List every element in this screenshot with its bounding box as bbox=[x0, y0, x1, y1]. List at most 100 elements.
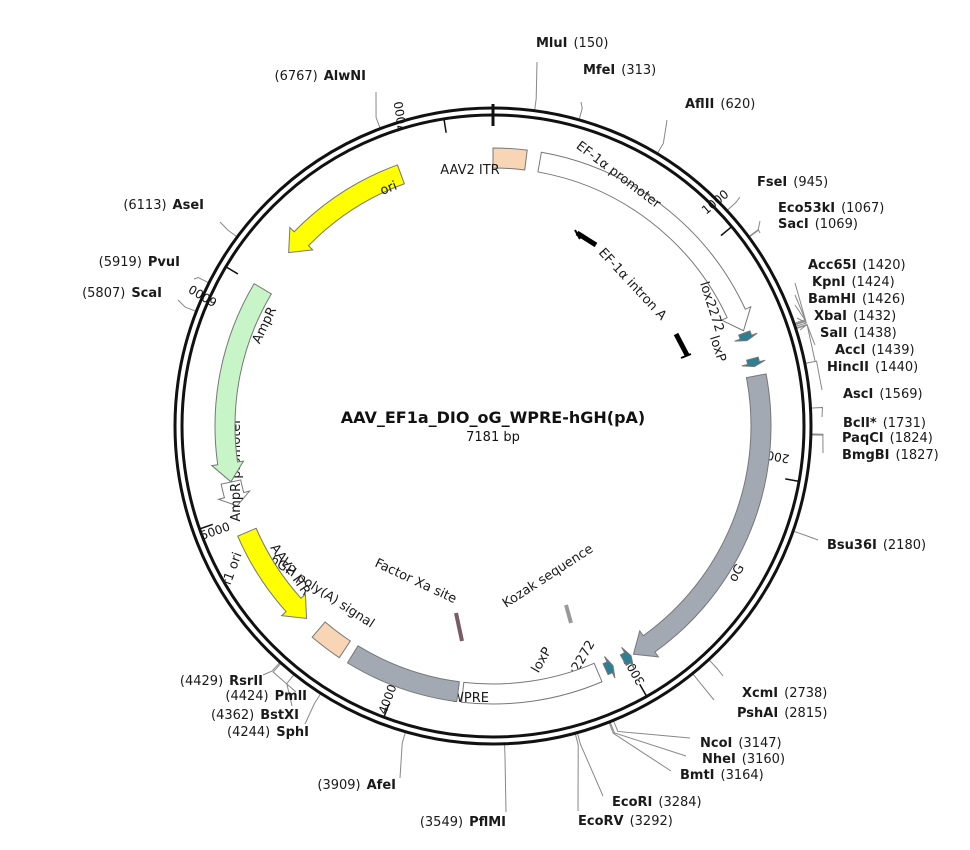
site-label-kpni: KpnI(1424) bbox=[812, 275, 895, 290]
site-leader-rsrii bbox=[262, 661, 281, 676]
site-position: (6113) bbox=[123, 198, 166, 213]
site-position: (2180) bbox=[883, 538, 926, 553]
feature-hgh-poly-a-signal bbox=[346, 645, 460, 703]
feature-aav2-itr bbox=[311, 621, 352, 659]
site-leader-pvui bbox=[193, 277, 210, 284]
site-name: XcmI bbox=[742, 686, 778, 701]
site-label-fsei: FseI(945) bbox=[757, 175, 828, 190]
site-position: (3549) bbox=[420, 815, 463, 830]
site-name: PvuI bbox=[148, 255, 180, 270]
feature-label-loxp: loxP bbox=[529, 645, 555, 676]
site-position: (313) bbox=[621, 63, 656, 78]
site-label-xbai: XbaI(1432) bbox=[814, 309, 896, 324]
site-label-hincii: HincII(1440) bbox=[827, 360, 918, 375]
site-label-xcmi: XcmI(2738) bbox=[742, 686, 827, 701]
site-leader-pshai bbox=[692, 673, 715, 701]
site-name: BamHI bbox=[808, 292, 856, 307]
site-name: BmgBI bbox=[842, 448, 890, 463]
site-label-aflii: AflII (620) bbox=[685, 97, 755, 112]
site-position: (1438) bbox=[853, 326, 896, 341]
site-name: PshAI bbox=[737, 706, 778, 721]
site-position: (945) bbox=[793, 175, 828, 190]
site-position: (4424) bbox=[225, 689, 268, 704]
ef1a-intron-end-bar bbox=[673, 332, 690, 357]
ef1a-intron-start-bar bbox=[575, 230, 598, 248]
plasmid-name: AAV_EF1a_DIO_oG_WPRE-hGH(pA) bbox=[341, 408, 645, 427]
site-label-acc65i: Acc65I(1420) bbox=[808, 258, 906, 273]
site-position: (1426) bbox=[862, 292, 905, 307]
site-name: XbaI bbox=[814, 309, 847, 324]
site-name: AfeI bbox=[367, 778, 396, 793]
site-leader-mlui bbox=[534, 61, 538, 111]
site-label-mfei: MfeI (313) bbox=[583, 63, 656, 78]
site-label-nhei: NheI(3160) bbox=[702, 752, 785, 767]
site-name: HincII bbox=[827, 360, 869, 375]
tick-label: 4000 bbox=[376, 683, 400, 717]
feature-loxp bbox=[741, 356, 766, 368]
site-leader-bcli bbox=[810, 406, 824, 418]
tick-mark bbox=[199, 523, 214, 530]
site-label-ncoi: NcoI(3147) bbox=[700, 736, 782, 751]
ef1a-intron-start-cap bbox=[574, 229, 581, 240]
site-position: (5919) bbox=[99, 255, 142, 270]
site-label-pflmi: (3549) PflMI bbox=[420, 815, 506, 830]
feature-loxp bbox=[602, 656, 616, 679]
site-label-bmgbi: BmgBI (1827) bbox=[842, 448, 939, 463]
plasmid-size: 7181 bp bbox=[466, 430, 520, 445]
site-leader-sphi bbox=[304, 693, 322, 725]
site-label-bsu36i: Bsu36I (2180) bbox=[827, 538, 926, 553]
tick-label: 7000 bbox=[391, 100, 410, 132]
feature-wpre bbox=[461, 662, 603, 705]
site-leader-lines bbox=[177, 61, 824, 813]
kozak-label: Kozak sequence bbox=[500, 542, 596, 612]
site-position: (1069) bbox=[815, 217, 858, 232]
site-name: PflMI bbox=[469, 815, 506, 830]
site-name: RsrII bbox=[229, 674, 263, 689]
site-position: (3284) bbox=[658, 795, 701, 810]
site-name: PaqCI bbox=[842, 431, 884, 446]
site-leader-pflmi bbox=[504, 743, 507, 813]
site-position: (1420) bbox=[862, 258, 905, 273]
site-name: EcoRI bbox=[612, 795, 652, 810]
tick-label: 1000 bbox=[699, 187, 731, 217]
site-leader-mfei bbox=[578, 101, 583, 120]
site-name: PmlI bbox=[275, 689, 307, 704]
site-leader-nhei bbox=[609, 721, 687, 757]
site-position: (1067) bbox=[841, 201, 884, 216]
site-name: MluI bbox=[536, 36, 567, 51]
site-leader-xcmi bbox=[708, 659, 724, 677]
site-label-pshai: PshAI(2815) bbox=[737, 706, 827, 721]
site-leader-scai bbox=[177, 299, 197, 312]
site-position: (620) bbox=[720, 97, 755, 112]
tick-mark bbox=[785, 478, 800, 483]
site-position: (3147) bbox=[738, 736, 781, 751]
ef1a-intron-label: EF-1α intron A bbox=[595, 245, 669, 323]
site-name: SacI bbox=[778, 217, 809, 232]
site-label-rsrii: (4429) RsrII bbox=[180, 674, 263, 689]
tick-mark bbox=[720, 226, 733, 237]
site-label-paqci: PaqCI(1824) bbox=[842, 431, 933, 446]
site-position: (1731) bbox=[883, 416, 926, 431]
kozak-sequence-mark bbox=[564, 604, 573, 624]
site-name: MfeI bbox=[583, 63, 615, 78]
site-position: (3909) bbox=[317, 778, 360, 793]
backbone bbox=[173, 104, 813, 746]
site-position: (1439) bbox=[871, 343, 914, 358]
tick-mark bbox=[225, 266, 239, 275]
site-label-layer: MluI (150) MfeI (313) AflII (620) FseI(945) Eco… bbox=[82, 36, 939, 830]
site-leader-eco53ki bbox=[748, 220, 761, 238]
tick-label: 5000 bbox=[198, 520, 231, 543]
site-position: (150) bbox=[573, 36, 608, 51]
feature-label-aav2-itr: AAV2 ITR bbox=[440, 163, 499, 178]
site-label-asei: (6113)AseI bbox=[123, 198, 204, 213]
site-leader-aflii bbox=[656, 119, 668, 154]
site-position: (1827) bbox=[896, 448, 939, 463]
tick-mark bbox=[383, 703, 390, 718]
site-label-eco53ki: Eco53kI(1067) bbox=[778, 201, 884, 216]
site-position: (4429) bbox=[180, 674, 223, 689]
site-name: Bsu36I bbox=[827, 538, 877, 553]
site-leader-fsei bbox=[726, 196, 741, 212]
site-leader-afei bbox=[399, 731, 407, 779]
site-name: AflII bbox=[685, 97, 714, 112]
